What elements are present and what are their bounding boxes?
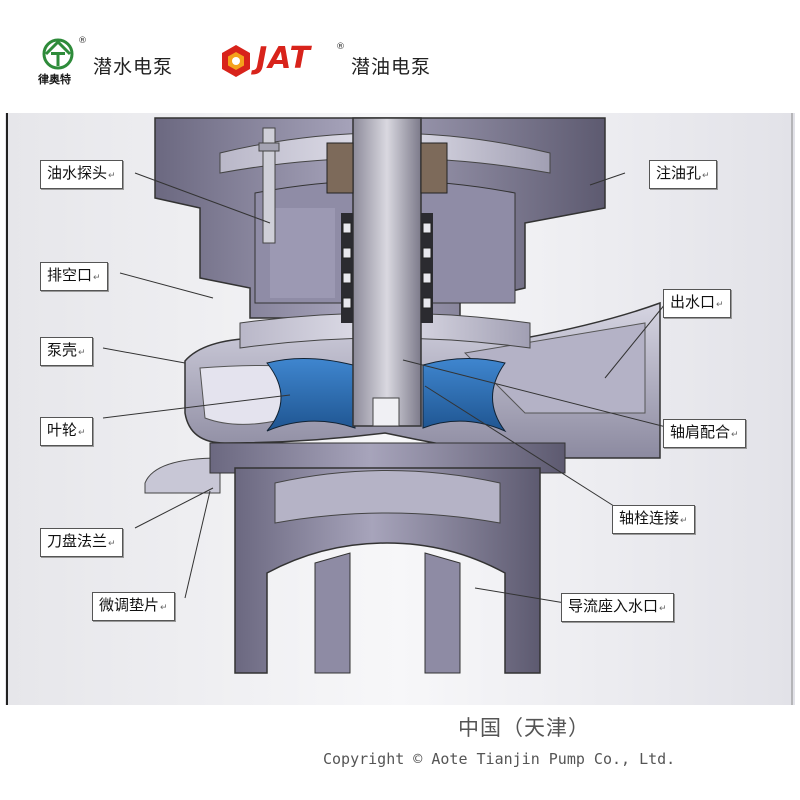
pump-cross-section-diagram xyxy=(5,113,795,705)
jat-logo-text: JAT xyxy=(256,41,311,76)
return-mark-icon: ↵ xyxy=(702,171,710,181)
label-guide-inlet: 导流座入水口↵ xyxy=(561,593,674,622)
return-mark-icon: ↵ xyxy=(659,604,667,614)
return-mark-icon: ↵ xyxy=(93,273,101,283)
label-exhaust-port: 排空口↵ xyxy=(40,262,108,291)
brand2-text: 潜油电泵 xyxy=(351,56,432,78)
label-shaft-shoulder-fit: 轴肩配合↵ xyxy=(663,419,746,448)
registered-mark: ® xyxy=(78,36,87,46)
return-mark-icon: ↵ xyxy=(680,516,688,526)
return-mark-icon: ↵ xyxy=(716,300,724,310)
label-shaft-bolt-connection: 轴栓连接↵ xyxy=(612,505,695,534)
label-pump-casing: 泵壳↵ xyxy=(40,337,93,366)
footer-copyright: Copyright © Aote Tianjin Pump Co., Ltd. xyxy=(323,750,676,768)
return-mark-icon: ↵ xyxy=(108,539,116,549)
return-mark-icon: ↵ xyxy=(108,171,116,181)
label-impeller: 叶轮↵ xyxy=(40,417,93,446)
return-mark-icon: ↵ xyxy=(731,430,739,440)
label-oil-water-probe: 油水探头↵ xyxy=(40,160,123,189)
label-adjust-shim: 微调垫片↵ xyxy=(92,592,175,621)
label-outlet: 出水口↵ xyxy=(663,289,731,318)
jat-hexagon-icon xyxy=(222,45,250,77)
return-mark-icon: ↵ xyxy=(160,603,168,613)
label-oil-filling-hole: 注油孔↵ xyxy=(649,160,717,189)
footer-location: 中国（天津） xyxy=(458,716,590,740)
brand1-text: 潜水电泵 xyxy=(93,56,174,78)
label-cutter-flange: 刀盘法兰↵ xyxy=(40,528,123,557)
header: ® 律奥特 潜水电泵 JAT ® 潜油电泵 xyxy=(0,0,800,110)
return-mark-icon: ↵ xyxy=(78,428,86,438)
registered-mark-2: ® xyxy=(336,42,345,52)
return-mark-icon: ↵ xyxy=(78,348,86,358)
aote-logo-icon xyxy=(42,38,74,70)
aote-logo-caption: 律奥特 xyxy=(38,73,71,86)
